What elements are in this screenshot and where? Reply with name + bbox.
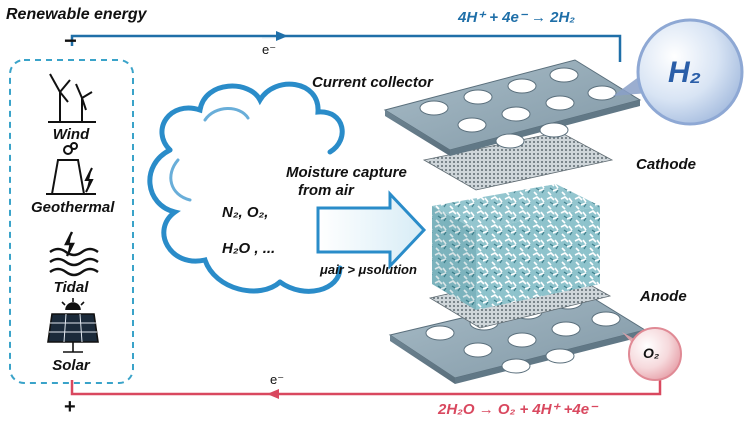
moisture-capture-label-line2: from air [298,182,354,199]
tidal-icon [49,231,99,277]
positive-terminal: + [64,396,76,418]
oxygen-bubble [622,327,682,381]
renewable-energy-title: Renewable energy [6,6,147,23]
cathode-label: Cathode [636,156,696,173]
o2-product-label: O₂ [643,345,660,361]
hygroscopic-gel-block [432,184,600,310]
electron-label-top: e⁻ [262,42,277,57]
wind-turbine-icon [48,73,96,123]
air-gases-label-line2: H₂O , ... [222,240,276,257]
anode-electron-arrowhead [267,389,279,399]
moisture-cloud [147,81,345,294]
air-gases-label-line1: N₂, O₂, [222,204,269,221]
moisture-flow-arrow [316,190,427,270]
h2-product-label: H₂ [668,56,702,89]
source-label-tidal: Tidal [53,279,89,296]
solar-panel-icon [47,298,99,353]
moisture-capture-label-line1: Moisture capture [286,164,407,181]
cathode-electron-arrowhead [276,31,288,41]
anode-label: Anode [640,288,687,305]
cathode-current-collector [383,59,642,156]
cathode-reaction: 4H⁺ + 4e⁻ → 2H₂ [458,9,576,26]
negative-terminal: − [64,28,77,53]
source-label-geothermal: Geothermal [31,199,115,216]
source-label-wind: Wind [52,126,90,143]
anode-current-collector [388,289,647,384]
current-collector-label: Current collector [312,74,433,91]
renewable-sources-box [9,59,134,384]
chemical-potential-relation: μair > μsolution [320,262,417,277]
geothermal-icon [46,142,96,195]
source-label-solar: Solar [52,357,90,374]
cathode-wire [70,34,622,62]
anode-reaction: 2H₂O → O₂ + 4H⁺ +4e⁻ [438,401,598,418]
hydrogen-bubble [613,18,744,126]
electron-label-bottom: e⁻ [270,372,285,387]
